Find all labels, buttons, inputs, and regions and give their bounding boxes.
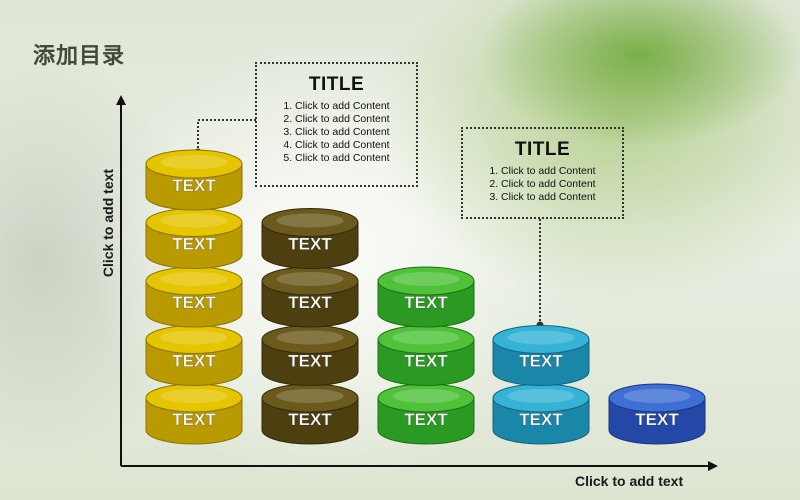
disk-highlight: [160, 330, 228, 345]
callout-item: 3. Click to add Content: [283, 126, 390, 138]
cylinder-disk[interactable]: TEXT: [145, 149, 243, 211]
connector-line-1: [197, 119, 256, 152]
disk-label: TEXT: [172, 235, 216, 254]
disk-label: TEXT: [172, 176, 216, 195]
cylinder-disk[interactable]: TEXT: [145, 325, 243, 386]
disk-label: TEXT: [288, 410, 332, 429]
x-axis-label[interactable]: Click to add text: [575, 473, 684, 489]
disk-label: TEXT: [404, 410, 448, 429]
callout-title: TITLE: [308, 74, 365, 95]
disk-highlight: [392, 272, 460, 286]
disk-highlight: [160, 272, 228, 286]
disk-highlight: [623, 389, 691, 403]
callout-box-2[interactable]: TITLE 1. Click to add Content 2. Click t…: [461, 127, 624, 219]
disk-highlight: [276, 213, 344, 228]
disk-highlight: [160, 213, 228, 228]
y-axis-label[interactable]: Click to add text: [100, 168, 116, 278]
callout-item: 2. Click to add Content: [283, 113, 390, 125]
column-1: TEXT TEXT TEXT TEXT TEXT: [145, 149, 243, 445]
disk-label: TEXT: [288, 352, 332, 371]
column-2: TEXT TEXT TEXT TEXT: [261, 208, 359, 445]
disk-label: TEXT: [404, 293, 448, 312]
cylinder-disk[interactable]: TEXT: [608, 383, 706, 445]
disk-label: TEXT: [172, 293, 216, 312]
callout-item: 4. Click to add Content: [283, 139, 390, 151]
disk-label: TEXT: [288, 235, 332, 254]
disk-highlight: [507, 389, 575, 403]
disk-highlight: [160, 155, 228, 169]
disk-top: [377, 266, 475, 296]
callout-box-1[interactable]: TITLE 1. Click to add Content 2. Click t…: [255, 62, 418, 187]
disk-top: [145, 149, 243, 179]
cylinder-disk[interactable]: TEXT: [145, 208, 243, 269]
disk-highlight: [160, 389, 228, 403]
cylinder-disk[interactable]: TEXT: [377, 325, 475, 386]
disk-top: [608, 383, 706, 413]
disk-highlight: [392, 330, 460, 345]
disk-highlight: [507, 330, 575, 345]
callout-item: 2. Click to add Content: [489, 178, 596, 190]
cylinder-disk[interactable]: TEXT: [377, 383, 475, 445]
disk-label: TEXT: [288, 293, 332, 312]
cylinder-disk[interactable]: TEXT: [261, 266, 359, 328]
column-4: TEXT TEXT: [492, 325, 590, 445]
cylinder-disk[interactable]: TEXT: [377, 266, 475, 328]
disk-label: TEXT: [172, 352, 216, 371]
cylinder-disk[interactable]: TEXT: [492, 325, 590, 386]
disk-label: TEXT: [404, 352, 448, 371]
disk-label: TEXT: [519, 352, 563, 371]
slide-heading[interactable]: 添加目录: [33, 44, 126, 69]
disk-highlight: [392, 389, 460, 403]
column-5: TEXT: [608, 383, 706, 445]
disk-highlight: [276, 389, 344, 403]
callout-item: 1. Click to add Content: [489, 165, 596, 177]
callout-item: 1. Click to add Content: [283, 100, 390, 112]
cylinder-disk[interactable]: TEXT: [261, 325, 359, 386]
cylinder-disk[interactable]: TEXT: [145, 383, 243, 445]
callout-item: 5. Click to add Content: [283, 152, 390, 164]
disk-label: TEXT: [635, 410, 679, 429]
cylinder-disk[interactable]: TEXT: [261, 383, 359, 445]
disk-top: [261, 208, 359, 237]
disk-top: [492, 325, 590, 354]
column-3: TEXT TEXT TEXT: [377, 266, 475, 445]
cylinder-disk[interactable]: TEXT: [492, 383, 590, 445]
disk-highlight: [276, 330, 344, 345]
cylinder-disk[interactable]: TEXT: [261, 208, 359, 269]
callout-title: TITLE: [514, 139, 571, 160]
disk-label: TEXT: [172, 410, 216, 429]
disk-label: TEXT: [519, 410, 563, 429]
disk-highlight: [276, 272, 344, 286]
cylinder-disk[interactable]: TEXT: [145, 266, 243, 328]
callout-item: 3. Click to add Content: [489, 191, 596, 203]
